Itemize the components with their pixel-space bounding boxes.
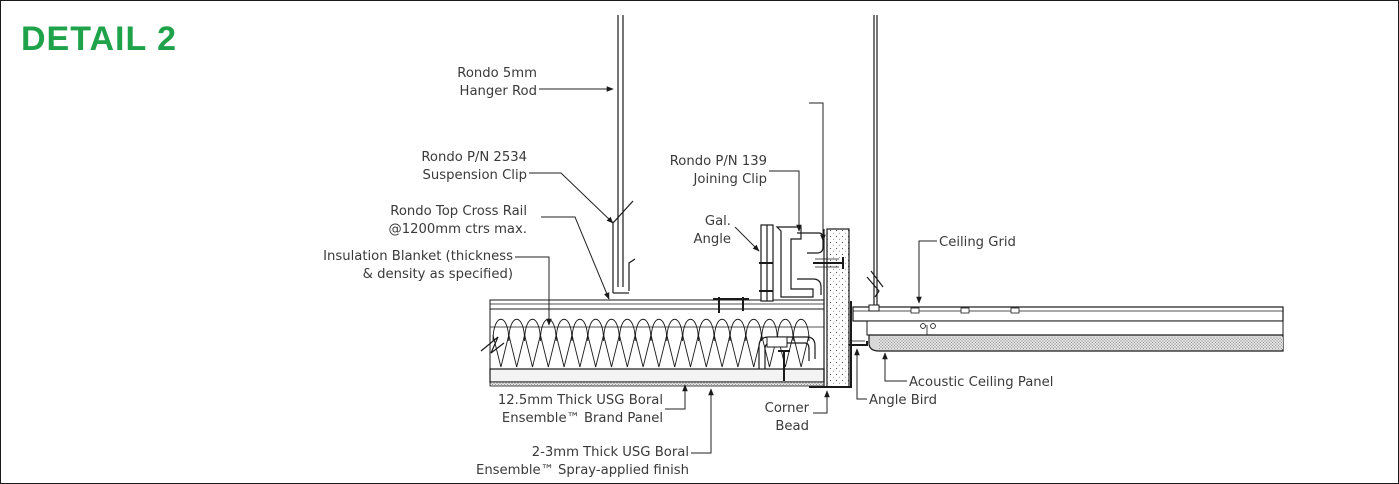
acoustic-panel-leader [882, 352, 907, 382]
hanger-rod-left [617, 15, 624, 287]
top-cross-rail [489, 299, 825, 310]
acoustic-panel-label: Acoustic Ceiling Panel [909, 375, 1053, 390]
angle-bird-leader [854, 348, 867, 400]
grid-tee [866, 320, 1284, 336]
spray-finish-leader [691, 388, 714, 454]
joining-clip-label-1: Rondo P/N 139 [670, 154, 767, 169]
angle-bird-label: Angle Bird [869, 393, 937, 408]
corner-bead-label-2: Bead [775, 419, 809, 434]
spray-finish-label-2: Ensemble™ Spray-applied finish [476, 463, 689, 478]
wall-screw [813, 257, 844, 269]
insulation-label-2: & density as specified) [363, 267, 513, 282]
spray-applied-finish [489, 381, 825, 387]
ensemble-panel-label-2: Ensemble™ Brand Panel [502, 411, 663, 426]
corner-bead-leader [813, 390, 830, 414]
ensemble-brand-panel [489, 368, 825, 383]
suspension-clip [612, 200, 636, 294]
corner-bead-shape [809, 301, 852, 388]
cross-rail-label-2: @1200mm ctrs max. [389, 222, 527, 237]
ceiling-grid-label: Ceiling Grid [939, 235, 1016, 250]
suspension-clip-label-1: Rondo P/N 2534 [421, 150, 527, 165]
suspension-clip-label-2: Suspension Clip [422, 168, 527, 183]
cross-rail-label-1: Rondo Top Cross Rail [390, 204, 527, 219]
joining-clip-label-2: Joining Clip [693, 172, 767, 187]
gal-angle [759, 224, 774, 302]
cross-rail-leader [541, 216, 610, 300]
insulation-leader [515, 256, 552, 326]
vertical-board [823, 228, 850, 388]
ensemble-panel-label-1: 12.5mm Thick USG Boral [498, 393, 663, 408]
gal-angle-label-1: Gal. [705, 214, 731, 229]
bulkhead-top-leader [809, 102, 826, 242]
acoustic-ceiling-panel [868, 334, 1284, 352]
insulation-label-1: Insulation Blanket (thickness [323, 249, 513, 264]
gal-angle-label-2: Angle [693, 232, 731, 247]
furring-channel [758, 336, 816, 369]
joining-clip [775, 226, 824, 298]
hanger-rod-label-2: Hanger Rod [460, 84, 537, 99]
panel-screw [713, 297, 790, 381]
detail-title: DETAIL 2 [21, 20, 177, 58]
angle-bird-shape [849, 340, 868, 346]
spray-finish-label-1: 2-3mm Thick USG Boral [532, 445, 689, 460]
suspension-clip-leader [529, 172, 614, 224]
joining-clip-leader [769, 170, 802, 232]
ensemble-panel-leader [665, 384, 688, 410]
gal-angle-leader [734, 226, 760, 252]
ceiling-grid [852, 270, 1284, 322]
hanger-rod-right [873, 15, 878, 307]
break-line [480, 336, 505, 354]
hanger-rod-label-1: Rondo 5mm [457, 66, 537, 81]
corner-bead-label-1: Corner [765, 401, 810, 416]
ceiling-grid-leader [916, 240, 937, 304]
